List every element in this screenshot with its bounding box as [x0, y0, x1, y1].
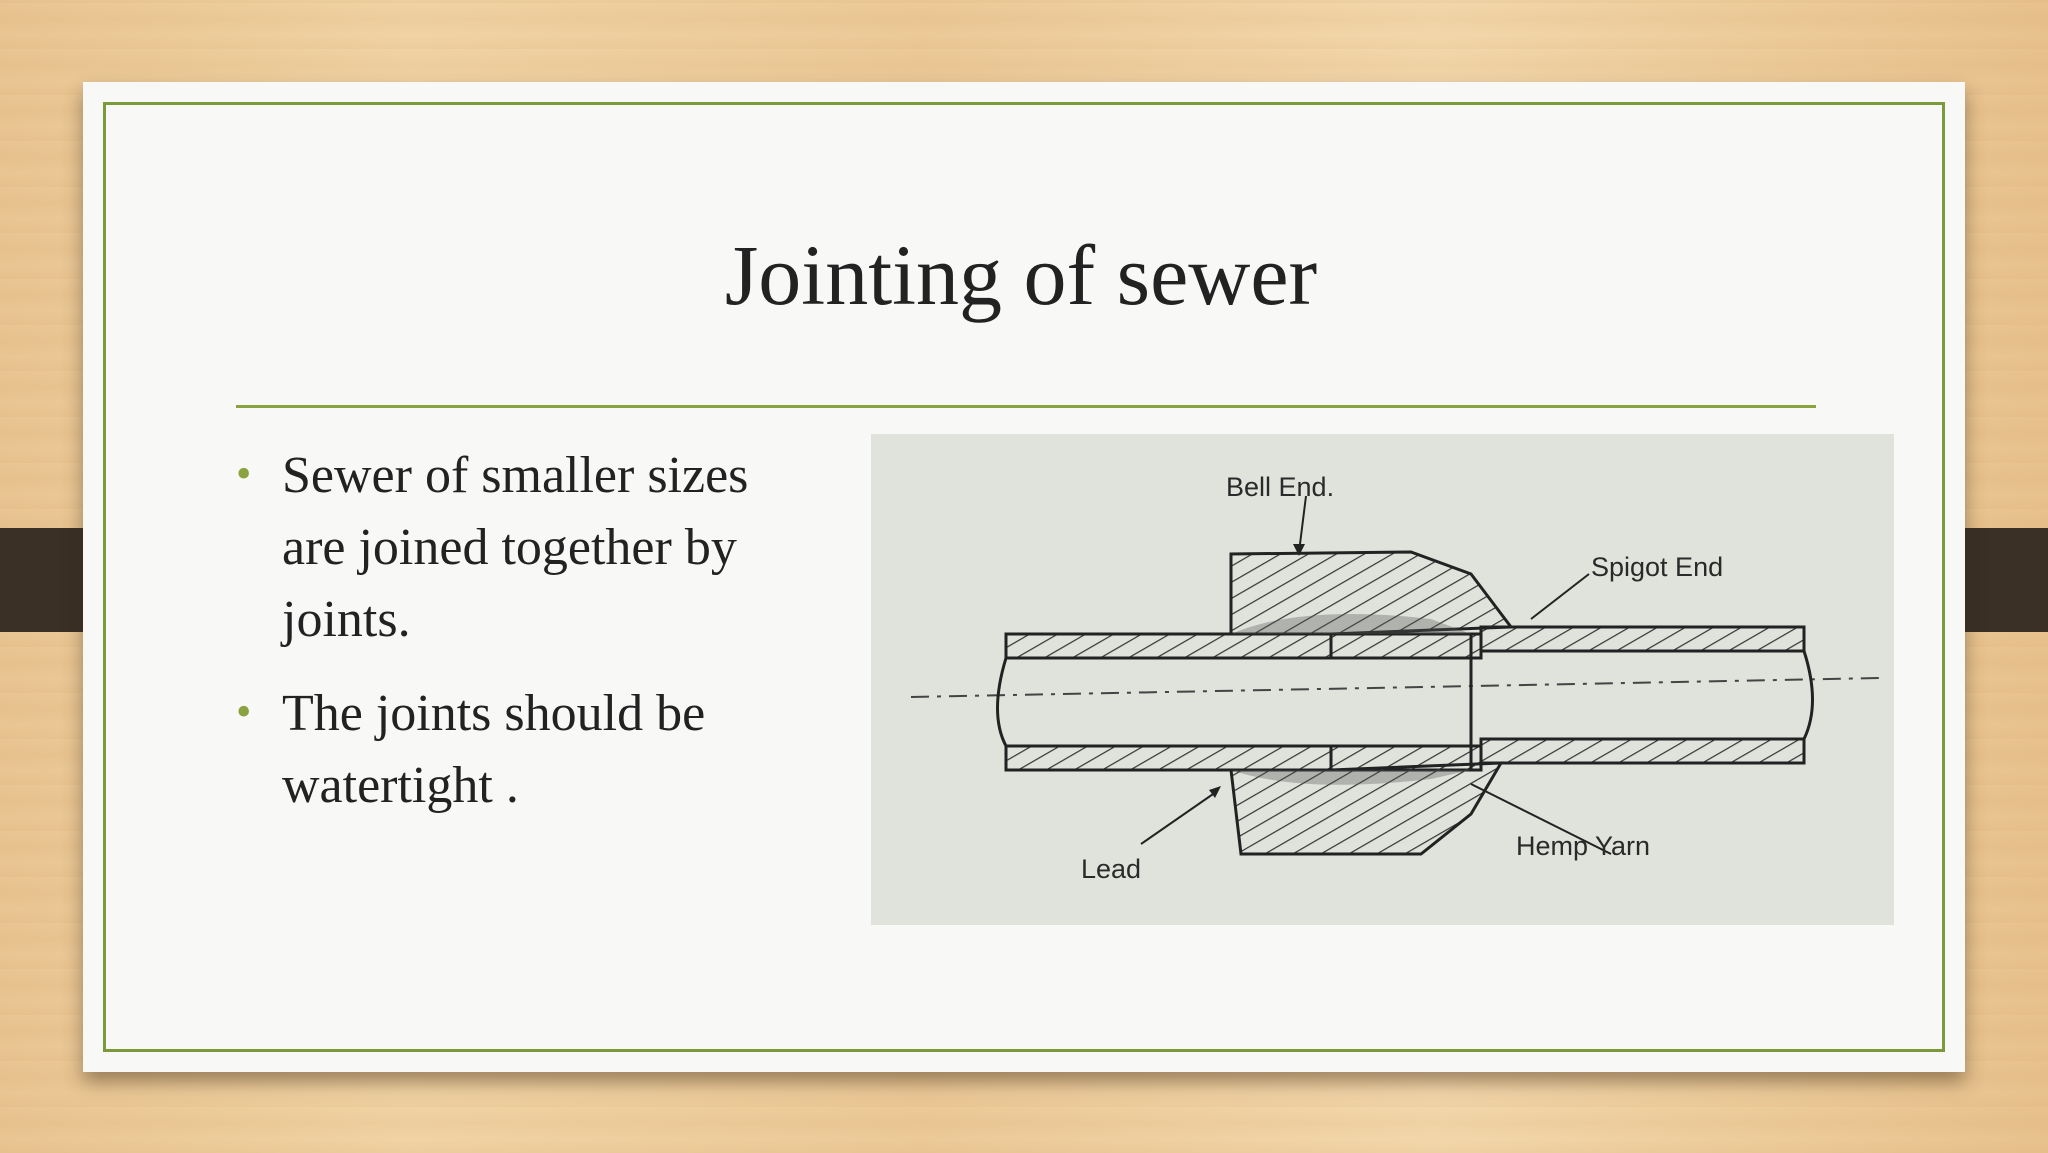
title-divider	[236, 405, 1816, 408]
bullet-text: The joints should be watertight .	[282, 685, 706, 814]
bullet-dot-icon: •	[236, 687, 252, 736]
label-lead: Lead	[1081, 854, 1141, 884]
bullet-dot-icon: •	[236, 449, 252, 498]
slide-border	[103, 102, 1945, 1052]
label-spigot-end: Spigot End	[1591, 552, 1723, 582]
bell-socket-bottom	[1229, 761, 1504, 856]
slide-title: Jointing of sewer	[724, 227, 1318, 323]
left-pipe-bottom-wall	[1004, 744, 1333, 772]
right-pipe-top-wall	[1479, 625, 1806, 653]
left-pipe-top-wall	[1004, 632, 1333, 660]
right-pipe-bottom-wall	[1479, 737, 1806, 765]
bullet-item: • Sewer of smaller sizes are joined toge…	[236, 440, 796, 656]
label-bell-end: Bell End.	[1226, 472, 1334, 502]
bell-socket-top	[1229, 550, 1514, 636]
bullet-item: • The joints should be watertight .	[236, 678, 796, 822]
label-hemp-yarn: Hemp Yarn	[1516, 831, 1650, 861]
bullet-text: Sewer of smaller sizes are joined togeth…	[282, 447, 749, 648]
right-tab-decoration	[1951, 528, 2048, 632]
sewer-joint-diagram: Bell End. Spigot End Lead Hemp Yarn	[871, 434, 1894, 925]
bullet-list: • Sewer of smaller sizes are joined toge…	[236, 440, 796, 844]
